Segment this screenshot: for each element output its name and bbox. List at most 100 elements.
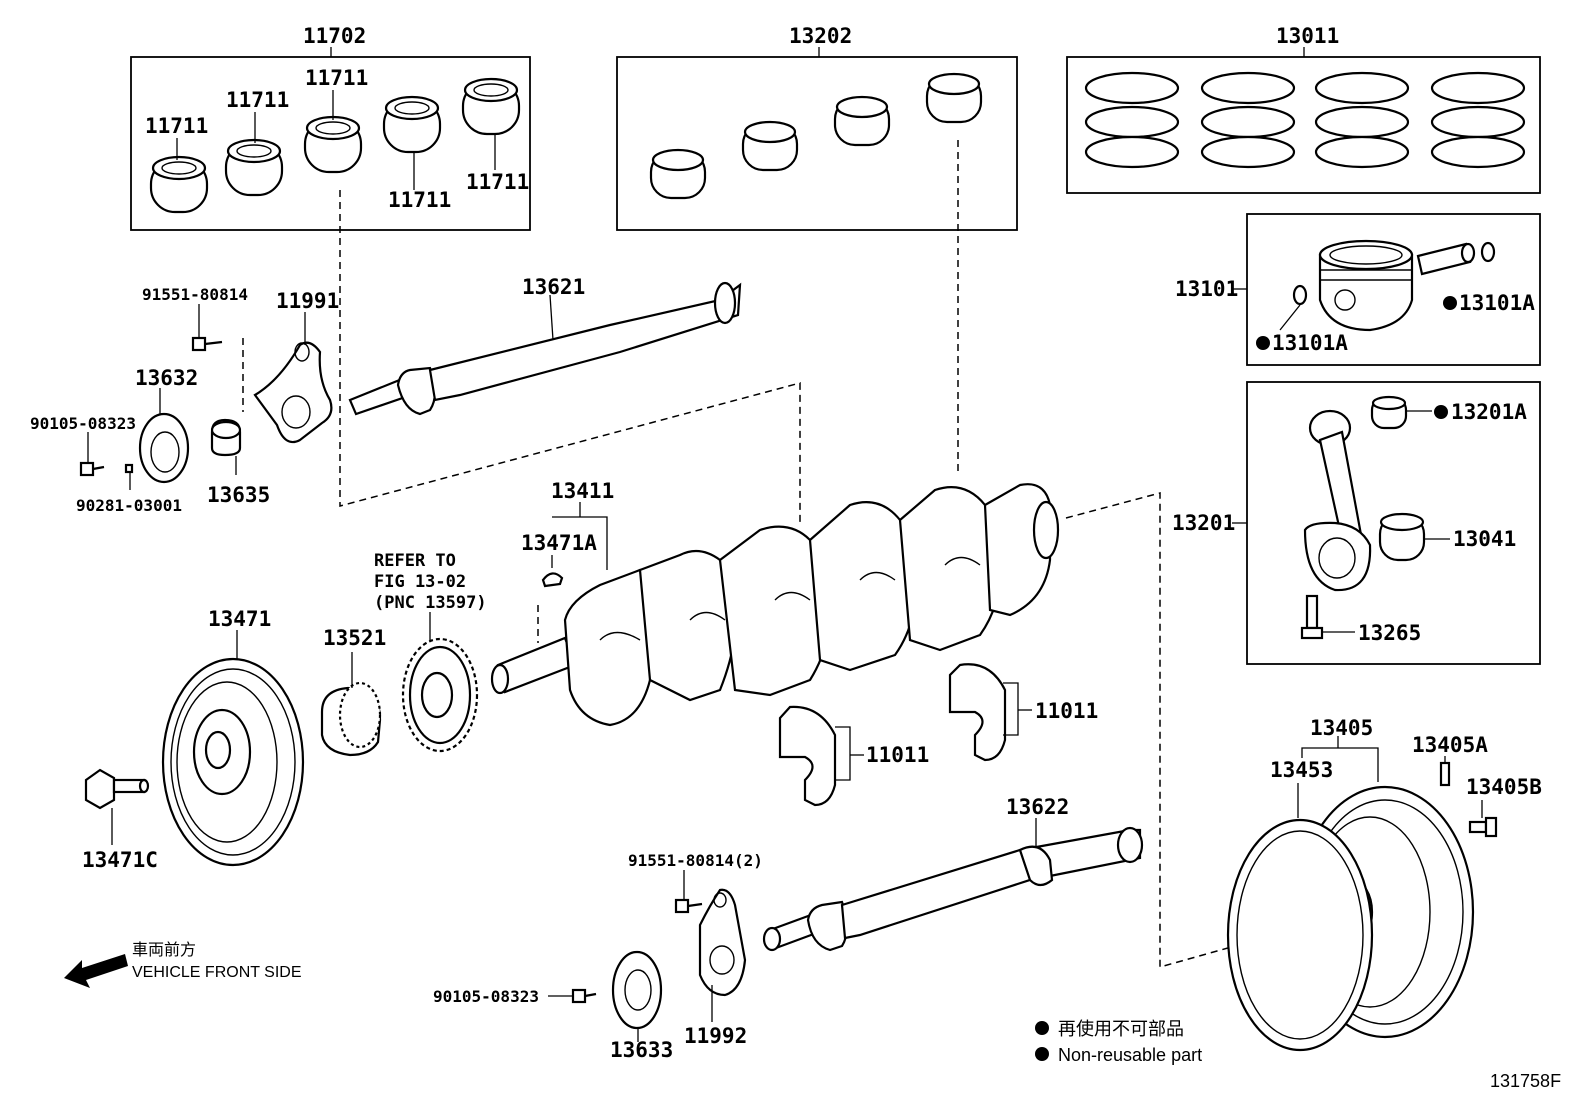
piston-ring-set-13011-group: 13011	[1066, 24, 1541, 194]
part-number-13011[interactable]: 13011	[1276, 24, 1339, 48]
bearing-shell-2[interactable]	[224, 138, 284, 197]
crankshaft-pulley-13471[interactable]	[161, 657, 305, 867]
ring-gear-13453[interactable]	[1226, 818, 1374, 1052]
piston-pin[interactable]	[1416, 242, 1476, 276]
bearing-shell-4[interactable]	[382, 95, 442, 154]
thrust-washer-upper[interactable]	[948, 663, 1007, 762]
part-number-91551-80814-2[interactable]: 91551-80814(2)	[628, 851, 763, 870]
balance-shaft-gear-13632[interactable]	[138, 412, 190, 484]
bearing-shell-5[interactable]	[461, 77, 521, 136]
bolt-91551-80814[interactable]	[191, 336, 223, 352]
pin-90281-03001[interactable]	[124, 463, 134, 474]
part-number-13101[interactable]: 13101	[1175, 277, 1238, 301]
conrod-bearing-3[interactable]	[833, 95, 891, 147]
part-number-90105-08323-bottom[interactable]: 90105-08323	[433, 987, 539, 1006]
key-13471A[interactable]	[541, 572, 564, 588]
part-number-13101A-left[interactable]: 13101A	[1272, 331, 1348, 355]
vehicle-front-label-jp: 車両前方	[132, 941, 196, 959]
part-number-13622[interactable]: 13622	[1006, 795, 1069, 819]
piston-ring-set-4[interactable]	[1430, 71, 1526, 169]
balance-shaft-gear-13633[interactable]	[611, 950, 663, 1030]
part-number-13471A[interactable]: 13471A	[521, 531, 597, 555]
figure-id: 131758F	[1490, 1071, 1561, 1091]
part-number-13202[interactable]: 13202	[789, 24, 852, 48]
pulley-bolt-13471C[interactable]	[84, 768, 150, 810]
refer-note-line2: FIG 13-02	[374, 572, 466, 592]
part-number-13265[interactable]: 13265	[1358, 621, 1421, 645]
part-number-11711-b[interactable]: 11711	[226, 88, 289, 112]
part-number-13405A[interactable]: 13405A	[1412, 733, 1488, 757]
piston-ring-set-3[interactable]	[1314, 71, 1410, 169]
part-number-11011-a[interactable]: 11011	[1035, 699, 1098, 723]
connecting-rod[interactable]	[1303, 409, 1372, 592]
legend-dot-icon-1	[1035, 1021, 1049, 1035]
bearing-set-11702-group: 11702 11711 11711	[130, 24, 531, 231]
flywheel-bolt-13405B[interactable]	[1468, 816, 1498, 838]
refer-note-line1: REFER TO	[374, 551, 456, 571]
part-number-13101A-right[interactable]: 13101A	[1459, 291, 1535, 315]
part-number-13471C[interactable]: 13471C	[82, 848, 158, 872]
snap-ring-left[interactable]	[1292, 284, 1308, 306]
bolt-90105-08323-top[interactable]	[79, 461, 105, 477]
small-end-bushing[interactable]	[1370, 395, 1408, 430]
snap-ring-right[interactable]	[1480, 241, 1496, 263]
crank-gear-13521[interactable]	[320, 681, 382, 757]
bearing-set-13202-group: 13202	[616, 24, 1018, 231]
part-number-11011-b[interactable]: 11011	[866, 743, 929, 767]
part-number-11702[interactable]: 11702	[303, 24, 366, 48]
part-number-13201[interactable]: 13201	[1172, 511, 1235, 535]
conrod-bearing-1[interactable]	[649, 148, 707, 200]
part-number-11711-a[interactable]: 11711	[145, 114, 208, 138]
balance-shaft-plate-11992[interactable]	[698, 888, 747, 997]
part-number-11711-c[interactable]: 11711	[305, 66, 368, 90]
thrust-washer-lower[interactable]	[778, 705, 837, 807]
conrod-bolt[interactable]	[1300, 594, 1324, 640]
part-number-13635[interactable]: 13635	[207, 483, 270, 507]
part-number-13405[interactable]: 13405	[1310, 716, 1373, 740]
crankshaft-13411[interactable]	[490, 483, 1060, 727]
part-number-13453[interactable]: 13453	[1270, 758, 1333, 782]
conrod-bearing-4[interactable]	[925, 72, 983, 124]
collar-13635[interactable]	[210, 418, 242, 457]
bolt-91551-80814-2[interactable]	[674, 898, 703, 914]
vehicle-front-arrow-icon	[64, 954, 128, 988]
part-number-11711-d[interactable]: 11711	[388, 188, 451, 212]
part-number-91551-80814[interactable]: 91551-80814	[142, 285, 248, 304]
part-number-13201A[interactable]: 13201A	[1451, 400, 1527, 424]
balance-shaft-plate-11991[interactable]	[253, 341, 333, 444]
connecting-rod-13201-group: 13201 13201A 13041 13265	[1172, 381, 1541, 665]
part-number-11991[interactable]: 11991	[276, 289, 339, 313]
knock-pin-13405A[interactable]	[1439, 761, 1451, 787]
part-number-13471[interactable]: 13471	[208, 607, 271, 631]
part-number-13621[interactable]: 13621	[522, 275, 585, 299]
non-reusable-dot-13101A-right	[1443, 296, 1457, 310]
part-number-90105-08323-top[interactable]: 90105-08323	[30, 414, 136, 433]
piston[interactable]	[1318, 239, 1414, 332]
piston-ring-set-1[interactable]	[1084, 71, 1180, 169]
part-number-13405B[interactable]: 13405B	[1466, 775, 1542, 799]
non-reusable-dot-13201A	[1434, 405, 1448, 419]
part-number-11992[interactable]: 11992	[684, 1024, 747, 1048]
timing-sprocket[interactable]	[401, 637, 479, 753]
piston-ring-set-2[interactable]	[1200, 71, 1296, 169]
bearing-shell-1[interactable]	[149, 155, 209, 214]
part-number-13521[interactable]: 13521	[323, 626, 386, 650]
bearing-shell-3[interactable]	[303, 115, 363, 174]
part-number-90281-03001[interactable]: 90281-03001	[76, 496, 182, 515]
conrod-bearing-box	[616, 56, 1018, 231]
refer-note-line3: (PNC 13597)	[374, 593, 487, 613]
legend-label-jp: 再使用不可部品	[1058, 1019, 1184, 1039]
part-number-13633[interactable]: 13633	[610, 1038, 673, 1062]
bolt-90105-08323-bottom[interactable]	[571, 988, 597, 1004]
balance-shaft-13622[interactable]	[762, 826, 1144, 952]
part-number-11711-e[interactable]: 11711	[466, 170, 529, 194]
balance-shaft-13621[interactable]	[348, 281, 742, 416]
conrod-bearing[interactable]	[1378, 512, 1426, 562]
part-number-13632[interactable]: 13632	[135, 366, 198, 390]
conrod-bearing-2[interactable]	[741, 120, 799, 172]
part-number-13411[interactable]: 13411	[551, 479, 614, 503]
legend-dot-icon-2	[1035, 1047, 1049, 1061]
part-number-13041[interactable]: 13041	[1453, 527, 1516, 551]
piston-13101-group: 13101 13101A 13101A	[1175, 213, 1541, 366]
